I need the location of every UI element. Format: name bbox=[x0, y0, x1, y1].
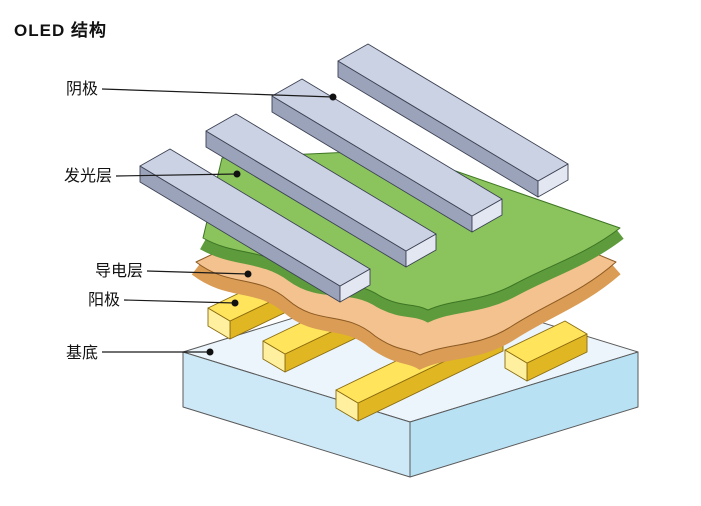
anode-leader-line bbox=[123, 299, 236, 304]
cathode-leader-line bbox=[101, 88, 334, 98]
anode-leader-dot bbox=[231, 299, 239, 307]
cathode-leader-dot bbox=[329, 93, 337, 101]
conductive-leader-dot bbox=[244, 270, 252, 278]
cathode-bars bbox=[139, 43, 569, 303]
emissive-leader-line bbox=[115, 173, 238, 177]
diagram-title: OLED 结构 bbox=[14, 20, 107, 40]
substrate-leader-dot bbox=[206, 348, 214, 356]
emissive-label: 发光层 bbox=[64, 167, 112, 185]
conductive-label: 导电层 bbox=[95, 262, 143, 280]
cathode-bar1-top bbox=[337, 43, 569, 182]
cathode-bar3-top bbox=[205, 113, 437, 252]
anode-label: 阳极 bbox=[88, 291, 120, 309]
leader-lines bbox=[101, 88, 337, 356]
cathode-bar2-top bbox=[271, 78, 503, 217]
substrate-label: 基底 bbox=[66, 344, 98, 362]
substrate-right-face bbox=[409, 351, 639, 478]
conductive-leader-line bbox=[146, 270, 249, 275]
anode-bar4-top bbox=[504, 320, 588, 364]
conductive-layer-edge bbox=[191, 263, 621, 370]
emissive-leader-dot bbox=[233, 170, 241, 178]
emissive-layer-edge bbox=[200, 229, 624, 323]
cathode-label: 阴极 bbox=[66, 80, 98, 98]
cathode-bar4-top bbox=[139, 148, 371, 287]
